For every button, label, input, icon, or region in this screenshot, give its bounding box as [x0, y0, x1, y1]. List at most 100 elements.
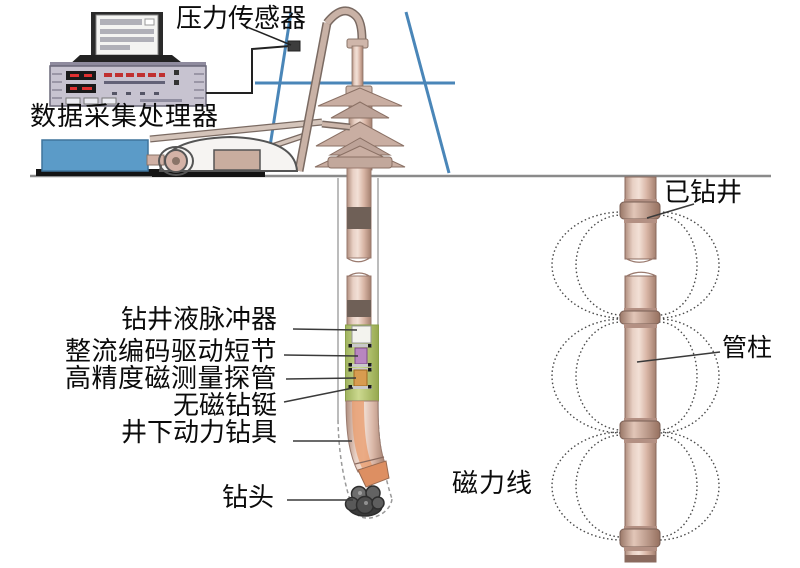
led-digits-2b	[82, 87, 92, 90]
collar1-ring-bottom	[624, 219, 657, 223]
leader-encoder-sub	[283, 354, 359, 357]
sensor-wiring	[206, 26, 301, 94]
screen-box	[144, 18, 155, 26]
screen-bar-1	[100, 19, 142, 25]
casing-bottom-band	[625, 555, 656, 562]
rack-vents-left	[52, 73, 62, 99]
downhole-motor-label: 井下动力钻具	[120, 418, 277, 447]
pump-belt	[158, 146, 194, 176]
screen-bar-4	[100, 45, 130, 50]
panel-port-2	[174, 80, 179, 85]
field-lobe-row2-right-inner	[658, 321, 698, 431]
bracket-bolts	[348, 344, 372, 389]
collar-3	[619, 420, 661, 440]
drillstring-assembly	[337, 167, 393, 519]
drilled-well-label: 已钻井	[664, 178, 743, 207]
led-display-2	[66, 84, 96, 93]
casing-collars	[619, 199, 661, 551]
wellhead-base	[327, 156, 393, 169]
pump-motor-box	[213, 149, 261, 171]
laptop	[68, 12, 186, 66]
screen-bar-3	[100, 37, 154, 42]
leader-nonmagnetic-collar	[283, 387, 354, 403]
pressure-sensor	[287, 40, 301, 52]
mud-tank	[41, 139, 149, 172]
mud-pump	[146, 135, 299, 176]
panel-port-1	[174, 70, 179, 75]
bracket-bar-4	[351, 386, 372, 389]
field-lobe-row1-left-inner	[575, 214, 623, 316]
leader-drilled-well	[646, 203, 695, 219]
collar4-ring-top	[624, 526, 657, 530]
magnetic-probe-label: 高精度磁测量探管	[64, 364, 277, 393]
mud-pulser-label: 钻井液脉冲器	[120, 305, 277, 334]
drillpipe-band-2	[347, 300, 371, 317]
collar-4	[619, 528, 661, 548]
collar4-ring-bottom	[624, 547, 657, 551]
leader-mud-pulser	[292, 328, 358, 331]
field-lobe-row1-left-outer	[551, 211, 623, 319]
ground	[30, 169, 771, 178]
collar2-ring-top	[624, 308, 657, 312]
bracket-bar-2	[351, 364, 372, 367]
led-digits-1b	[84, 74, 92, 77]
tank-base-skid	[36, 169, 185, 176]
field-lobe-row3-right-outer	[658, 431, 720, 541]
bracket-bar-3	[351, 368, 372, 370]
front-buttons	[65, 97, 117, 105]
rack-vents-right	[194, 73, 204, 99]
pump-pulley-hub	[172, 157, 180, 165]
bit-sub	[357, 460, 390, 488]
mud-line-highlight	[149, 119, 323, 142]
field-lobe-row2-right-outer	[658, 318, 720, 434]
derrick-right-leg	[404, 11, 451, 174]
pipe-string-label: 管柱	[722, 335, 773, 362]
pump-suction-pipe	[146, 154, 165, 166]
field-lobe-row3-left-inner	[575, 434, 623, 538]
field-lobe-row1-right-inner	[658, 214, 698, 316]
drilled-well-pipe	[619, 176, 661, 563]
led-digits-2a	[70, 87, 77, 90]
drill-bit-label: 钻头	[221, 483, 274, 512]
magnetic-field-lines	[551, 211, 720, 541]
led-digits-1a	[70, 74, 79, 77]
faceplate-subtitle-bar	[104, 81, 165, 84]
drillpipe-band-1	[347, 207, 371, 229]
leader-pipe-string	[636, 351, 721, 363]
field-lobe-row3-right-inner	[658, 434, 698, 538]
flare-2	[330, 101, 390, 119]
faceplate-switch-marks	[112, 92, 159, 95]
bit-cone-4	[355, 495, 375, 515]
faceplate-red-title	[104, 73, 165, 77]
pipe-break-cap-bottom	[346, 272, 372, 278]
side-arm-highlight	[321, 122, 351, 129]
leader-magnetic-probe	[285, 377, 357, 380]
field-lobe-row2-left-outer	[551, 318, 623, 434]
bracket-bar-1	[351, 344, 372, 347]
motor-joint-line	[354, 456, 385, 465]
pressure-sensor-leader	[246, 26, 292, 46]
leader-lines	[283, 203, 721, 501]
motor-orange-core	[352, 401, 372, 468]
collar-2	[619, 310, 661, 325]
screen-bar-2	[100, 29, 154, 34]
drill-bit	[344, 485, 385, 517]
bit-glint-1	[358, 491, 362, 495]
encoder-sub-label: 整流编码驱动短节	[64, 337, 277, 366]
standpipe-highlight	[296, 22, 330, 172]
gooseneck-highlight	[324, 7, 365, 41]
processor-top	[50, 62, 206, 68]
collar1-ring-top	[624, 199, 657, 203]
pipe-break-cap-top	[346, 256, 372, 263]
data-processor-label: 数据采集处理器	[30, 102, 220, 131]
collar3-ring-bottom	[624, 439, 657, 443]
bit-cone-5	[371, 496, 385, 510]
wellhead-stack	[314, 38, 406, 171]
collar3-ring-top	[624, 418, 657, 422]
mud-pulser-component	[351, 325, 372, 344]
kelly-pipe	[351, 45, 364, 90]
bit-glint-2	[364, 501, 368, 505]
sensor-cable	[206, 45, 291, 94]
